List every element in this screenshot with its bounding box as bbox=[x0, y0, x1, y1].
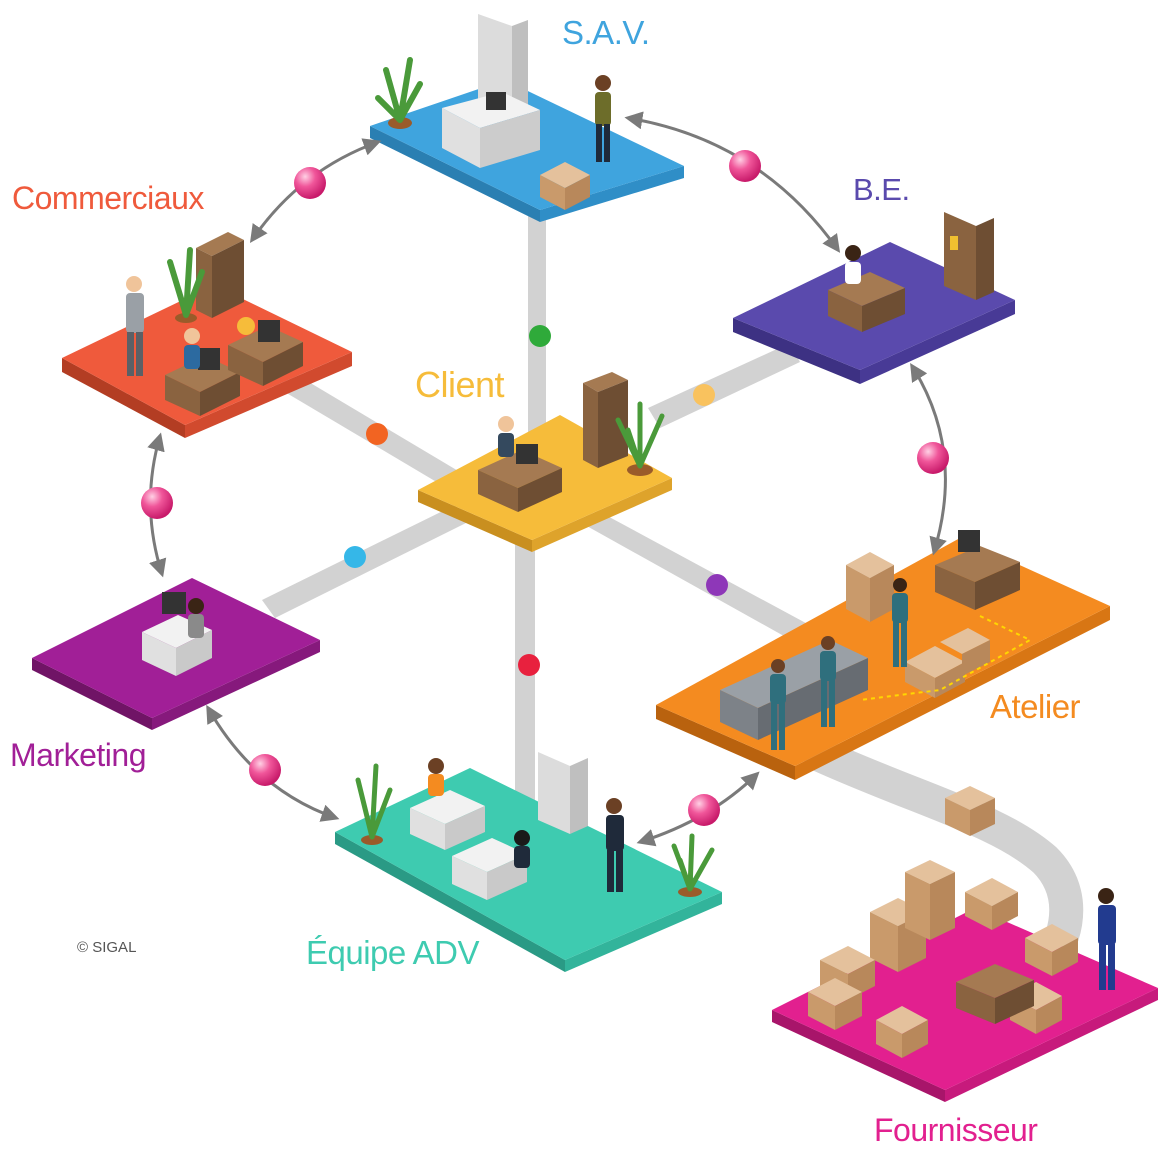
commerciaux-desks bbox=[165, 317, 303, 416]
label-equipe-adv: Équipe ADV bbox=[306, 934, 479, 971]
label-client: Client bbox=[415, 364, 505, 405]
dot-marketing bbox=[344, 546, 366, 568]
be-shelf bbox=[944, 212, 994, 300]
node-adv-atelier bbox=[688, 794, 720, 826]
label-marketing: Marketing bbox=[10, 737, 147, 773]
fournisseur-person bbox=[1098, 888, 1116, 990]
label-be: B.E. bbox=[853, 172, 910, 207]
fournisseur-desk bbox=[956, 964, 1034, 1024]
be-desk bbox=[828, 245, 905, 332]
node-commerciaux-sav bbox=[294, 167, 326, 199]
sav-box bbox=[540, 162, 590, 210]
fournisseur-boxes bbox=[808, 786, 1078, 1058]
spoke-dots bbox=[344, 325, 728, 676]
sav-person bbox=[595, 75, 611, 162]
dot-atelier bbox=[706, 574, 728, 596]
sav-desk bbox=[442, 92, 540, 168]
dot-be bbox=[693, 384, 715, 406]
atelier-desk bbox=[935, 530, 1020, 610]
exchange-nodes bbox=[141, 150, 949, 826]
adv-person-standing bbox=[606, 798, 624, 892]
node-sav-be bbox=[729, 150, 761, 182]
label-atelier: Atelier bbox=[990, 688, 1081, 725]
sav-plant bbox=[375, 57, 423, 129]
label-sav: S.A.V. bbox=[562, 14, 650, 51]
adv-plants bbox=[355, 763, 715, 897]
commerciaux-shelf bbox=[196, 232, 244, 318]
atelier-workers bbox=[770, 578, 908, 750]
dot-adv bbox=[518, 654, 540, 676]
node-marketing-adv bbox=[249, 754, 281, 786]
adv-shelf bbox=[538, 752, 588, 834]
sav-shelf bbox=[478, 14, 528, 112]
marketing-desk bbox=[142, 592, 212, 676]
atelier-boxes bbox=[846, 552, 990, 698]
scene-decor bbox=[126, 14, 1116, 1058]
atelier-dashed-path bbox=[859, 615, 1033, 701]
spoke-sav bbox=[528, 215, 546, 432]
dot-commerciaux bbox=[366, 423, 388, 445]
client-shelf bbox=[583, 372, 628, 468]
client-desk bbox=[478, 416, 562, 512]
spoke-be bbox=[648, 343, 800, 428]
copyright-text: © SIGAL bbox=[77, 939, 137, 956]
node-commerciaux-marketing bbox=[141, 487, 173, 519]
adv-desks bbox=[410, 758, 530, 900]
commerciaux-plant bbox=[167, 247, 205, 323]
conveyor-belt bbox=[803, 738, 1084, 977]
commerciaux-person-standing bbox=[126, 276, 144, 376]
dot-sav bbox=[529, 325, 551, 347]
label-fournisseur: Fournisseur bbox=[874, 1112, 1038, 1148]
spoke-atelier bbox=[585, 512, 815, 645]
client-plant bbox=[615, 401, 665, 476]
label-commerciaux: Commerciaux bbox=[12, 180, 204, 216]
node-be-atelier bbox=[917, 442, 949, 474]
